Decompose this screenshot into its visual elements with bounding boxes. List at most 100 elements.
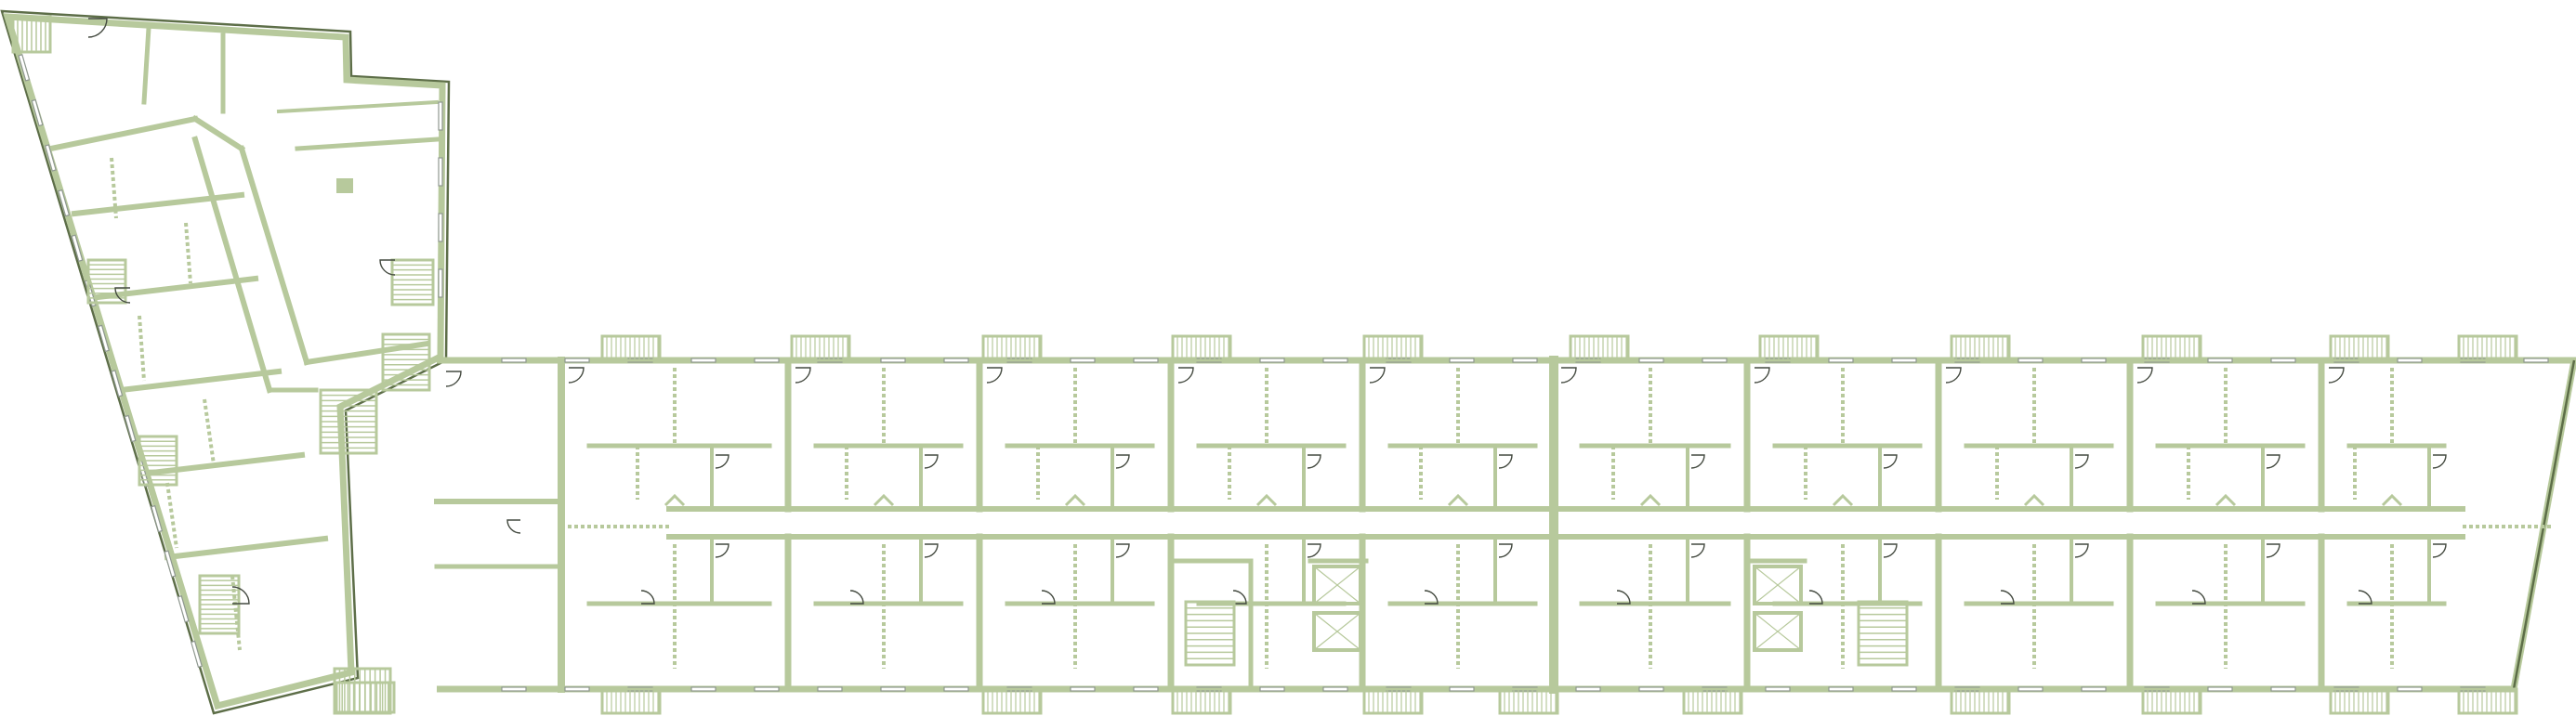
- stair-core: [381, 332, 431, 392]
- door-swing: [2432, 543, 2447, 558]
- stair-core: [390, 258, 435, 306]
- window: [1828, 358, 1854, 363]
- balcony-outline: [1498, 687, 1559, 715]
- door-swing: [1498, 543, 1513, 558]
- door-swing: [2266, 543, 2280, 558]
- window: [438, 157, 443, 187]
- balcony: [981, 334, 1043, 362]
- window: [71, 234, 84, 262]
- wall: [141, 25, 151, 105]
- door-swing: [2266, 454, 2280, 469]
- unit-wall: [117, 368, 283, 394]
- door-swing: [379, 259, 396, 276]
- partition-wall: [203, 398, 216, 465]
- window: [1259, 358, 1285, 363]
- elevator: [1312, 611, 1362, 652]
- elevator: [1312, 565, 1362, 605]
- corridor-door: [2381, 493, 2403, 507]
- door-swing: [1616, 590, 1631, 605]
- elevator-shaft: [1312, 565, 1362, 605]
- window: [1765, 686, 1791, 692]
- elevator-cross: [1754, 566, 1802, 605]
- partition-wall: [138, 315, 146, 382]
- corridor-door: [1447, 493, 1469, 507]
- wall: [303, 340, 431, 366]
- balcony: [981, 687, 1043, 715]
- window: [1828, 686, 1854, 692]
- balcony-outline: [2329, 334, 2390, 362]
- door-swing: [2328, 367, 2345, 384]
- corridor-wall: [191, 136, 273, 394]
- door-swing: [114, 287, 131, 304]
- balcony-outline: [2141, 687, 2202, 715]
- door-swing: [506, 519, 521, 534]
- window: [2397, 358, 2423, 363]
- wall: [276, 99, 440, 114]
- elevator-cross: [1313, 566, 1361, 605]
- door-swing: [1808, 590, 1823, 605]
- wall: [295, 137, 440, 151]
- elevator: [1753, 611, 1803, 652]
- balcony: [1171, 334, 1232, 362]
- balcony-outline: [1950, 334, 2011, 362]
- door-swing: [1307, 543, 1321, 558]
- corridor-door: [873, 493, 895, 507]
- balcony-outline: [2457, 687, 2518, 715]
- balcony: [1758, 334, 1820, 362]
- window: [2397, 686, 2423, 692]
- window: [438, 213, 443, 242]
- balcony-outline: [1362, 334, 1424, 362]
- stair-outline: [381, 332, 431, 392]
- door-swing: [1883, 543, 1898, 558]
- door-swing: [445, 371, 462, 387]
- window: [58, 189, 71, 217]
- unit-wall: [94, 275, 259, 301]
- balcony-outline: [1171, 687, 1232, 715]
- door-swing: [2074, 543, 2089, 558]
- stair-core: [319, 388, 378, 455]
- partition-wall: [110, 157, 118, 219]
- door-swing: [1498, 454, 1513, 469]
- window: [177, 595, 190, 623]
- window: [2207, 358, 2233, 363]
- window: [2270, 358, 2296, 363]
- elevator-cross: [1754, 612, 1802, 651]
- window: [2207, 686, 2233, 692]
- unit-wall: [164, 535, 329, 561]
- corridor-door: [2023, 493, 2045, 507]
- window: [817, 686, 843, 692]
- door-swing: [2432, 454, 2447, 469]
- window: [501, 686, 527, 692]
- window: [438, 268, 443, 298]
- balcony-outline: [1171, 334, 1232, 362]
- stair-outline: [86, 258, 127, 305]
- door-swing: [1232, 590, 1247, 605]
- window: [1070, 686, 1096, 692]
- door-swing: [1945, 367, 1962, 384]
- shaft: [336, 178, 353, 193]
- balcony-outline: [600, 687, 662, 715]
- corridor-door: [1832, 493, 1854, 507]
- window: [190, 640, 204, 669]
- window: [1575, 686, 1601, 692]
- balcony-outline: [2141, 334, 2202, 362]
- balcony-outline: [2329, 687, 2390, 715]
- stair-core: [11, 15, 52, 54]
- balcony-outline: [981, 687, 1043, 715]
- wall: [191, 114, 246, 153]
- balcony: [1498, 687, 1559, 715]
- door-swing: [231, 586, 250, 605]
- window: [1702, 358, 1728, 363]
- balcony-outline: [790, 334, 851, 362]
- balcony: [600, 334, 662, 362]
- balcony: [1569, 334, 1630, 362]
- balcony: [1362, 334, 1424, 362]
- stair-core: [1857, 600, 1909, 667]
- door-swing: [1041, 590, 1056, 605]
- window: [1449, 686, 1475, 692]
- balcony: [1682, 687, 1743, 715]
- window: [1891, 686, 1917, 692]
- wing-exterior-wall: [3, 13, 446, 710]
- window: [754, 686, 780, 692]
- balcony: [2141, 687, 2202, 715]
